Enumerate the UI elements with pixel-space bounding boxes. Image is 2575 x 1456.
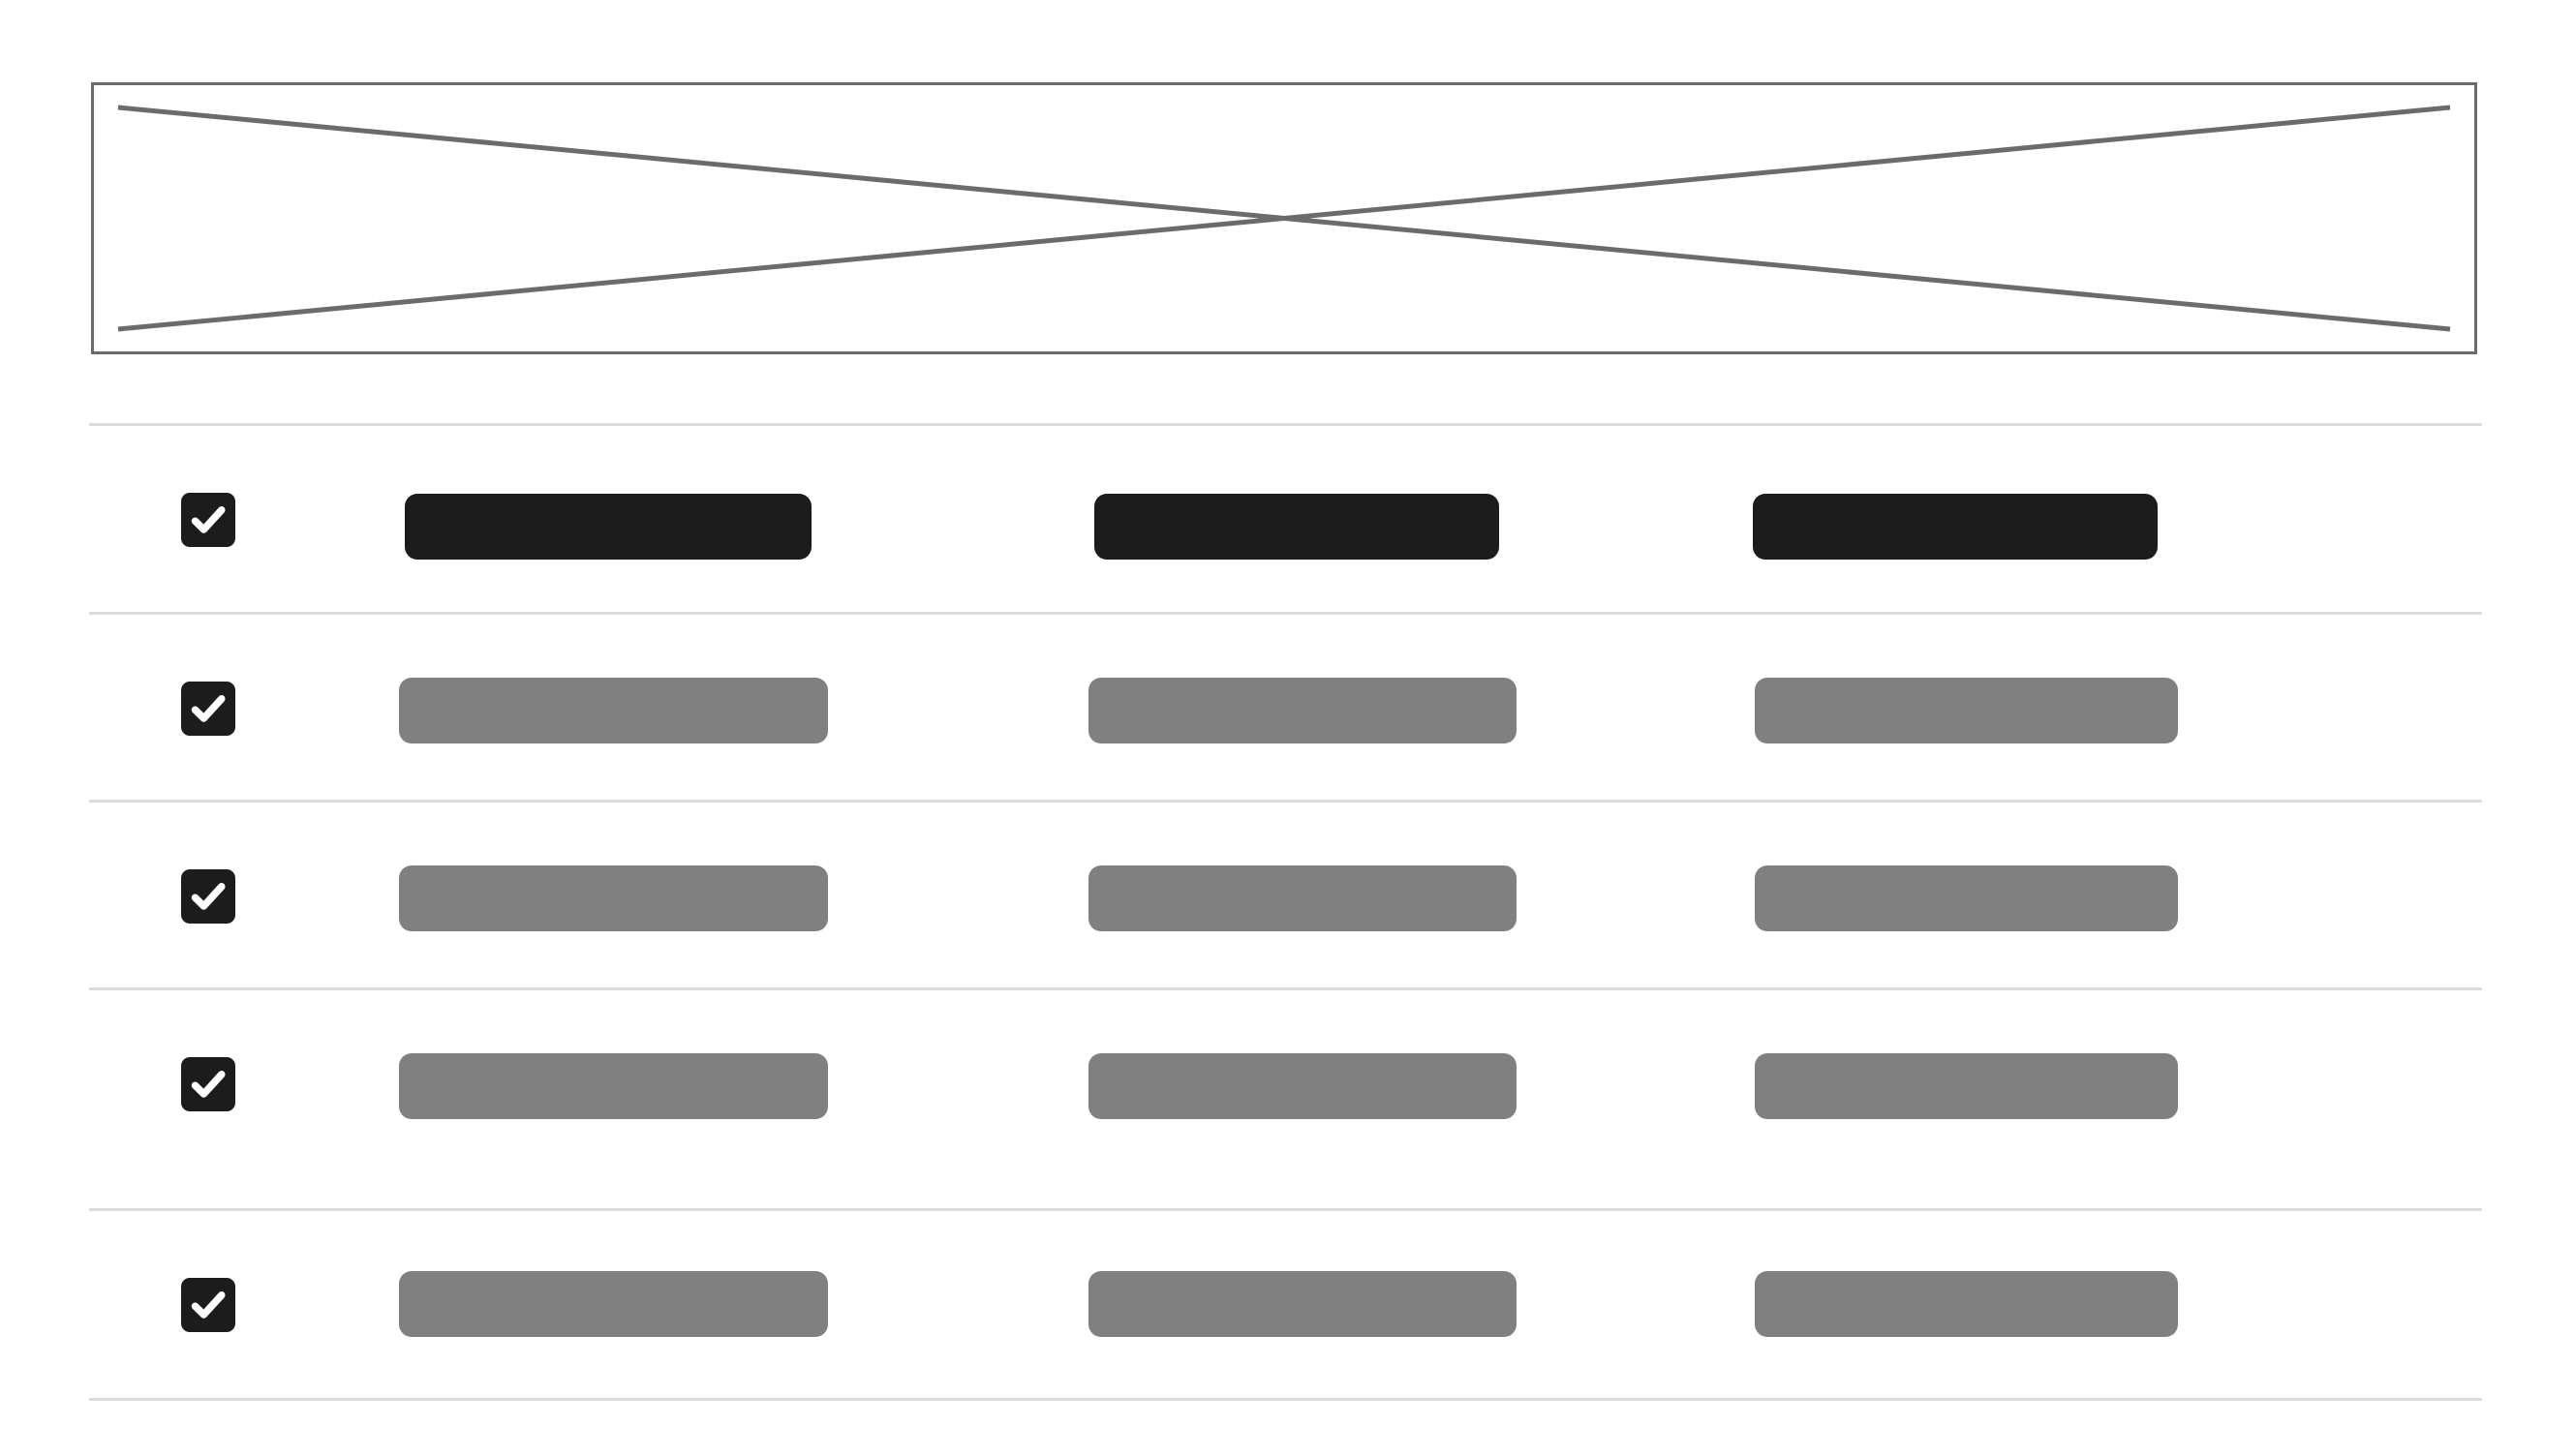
cell-content-placeholder xyxy=(1088,1053,1517,1119)
table-row[interactable] xyxy=(0,615,2575,803)
cell-content-placeholder xyxy=(1755,678,2178,743)
cell-content-placeholder xyxy=(1088,1271,1517,1337)
row-divider xyxy=(89,800,2482,803)
cell-content-placeholder xyxy=(1755,1271,2178,1337)
row-checkbox[interactable] xyxy=(181,493,235,547)
cell-content-placeholder xyxy=(399,1271,828,1337)
cell-content-placeholder xyxy=(399,865,828,931)
cell-content-placeholder xyxy=(1088,678,1517,743)
cell-content-placeholder xyxy=(1755,865,2178,931)
cell-content-placeholder xyxy=(1755,1053,2178,1119)
row-divider xyxy=(89,1398,2482,1401)
check-mark-icon xyxy=(191,506,226,533)
row-divider xyxy=(89,987,2482,990)
row-checkbox[interactable] xyxy=(181,1057,235,1111)
table-row[interactable] xyxy=(0,990,2575,1178)
check-mark-icon xyxy=(191,1291,226,1319)
row-checkbox[interactable] xyxy=(181,1278,235,1332)
cell-content-placeholder xyxy=(399,1053,828,1119)
cell-content-placeholder xyxy=(1088,865,1517,931)
table-row[interactable] xyxy=(0,1211,2575,1399)
placeholder-cross-icon xyxy=(117,105,2451,332)
check-mark-icon xyxy=(191,695,226,722)
cell-content-placeholder xyxy=(1753,494,2158,560)
broken-image-placeholder xyxy=(91,82,2477,354)
row-checkbox[interactable] xyxy=(181,869,235,924)
check-mark-icon xyxy=(191,883,226,910)
table-row[interactable] xyxy=(0,803,2575,990)
row-divider xyxy=(89,423,2482,426)
cell-content-placeholder xyxy=(399,678,828,743)
table-row[interactable] xyxy=(0,426,2575,614)
cell-content-placeholder xyxy=(1094,494,1499,560)
check-mark-icon xyxy=(191,1071,226,1098)
row-divider xyxy=(89,612,2482,615)
row-divider xyxy=(89,1208,2482,1211)
row-checkbox[interactable] xyxy=(181,682,235,736)
cell-content-placeholder xyxy=(405,494,812,560)
